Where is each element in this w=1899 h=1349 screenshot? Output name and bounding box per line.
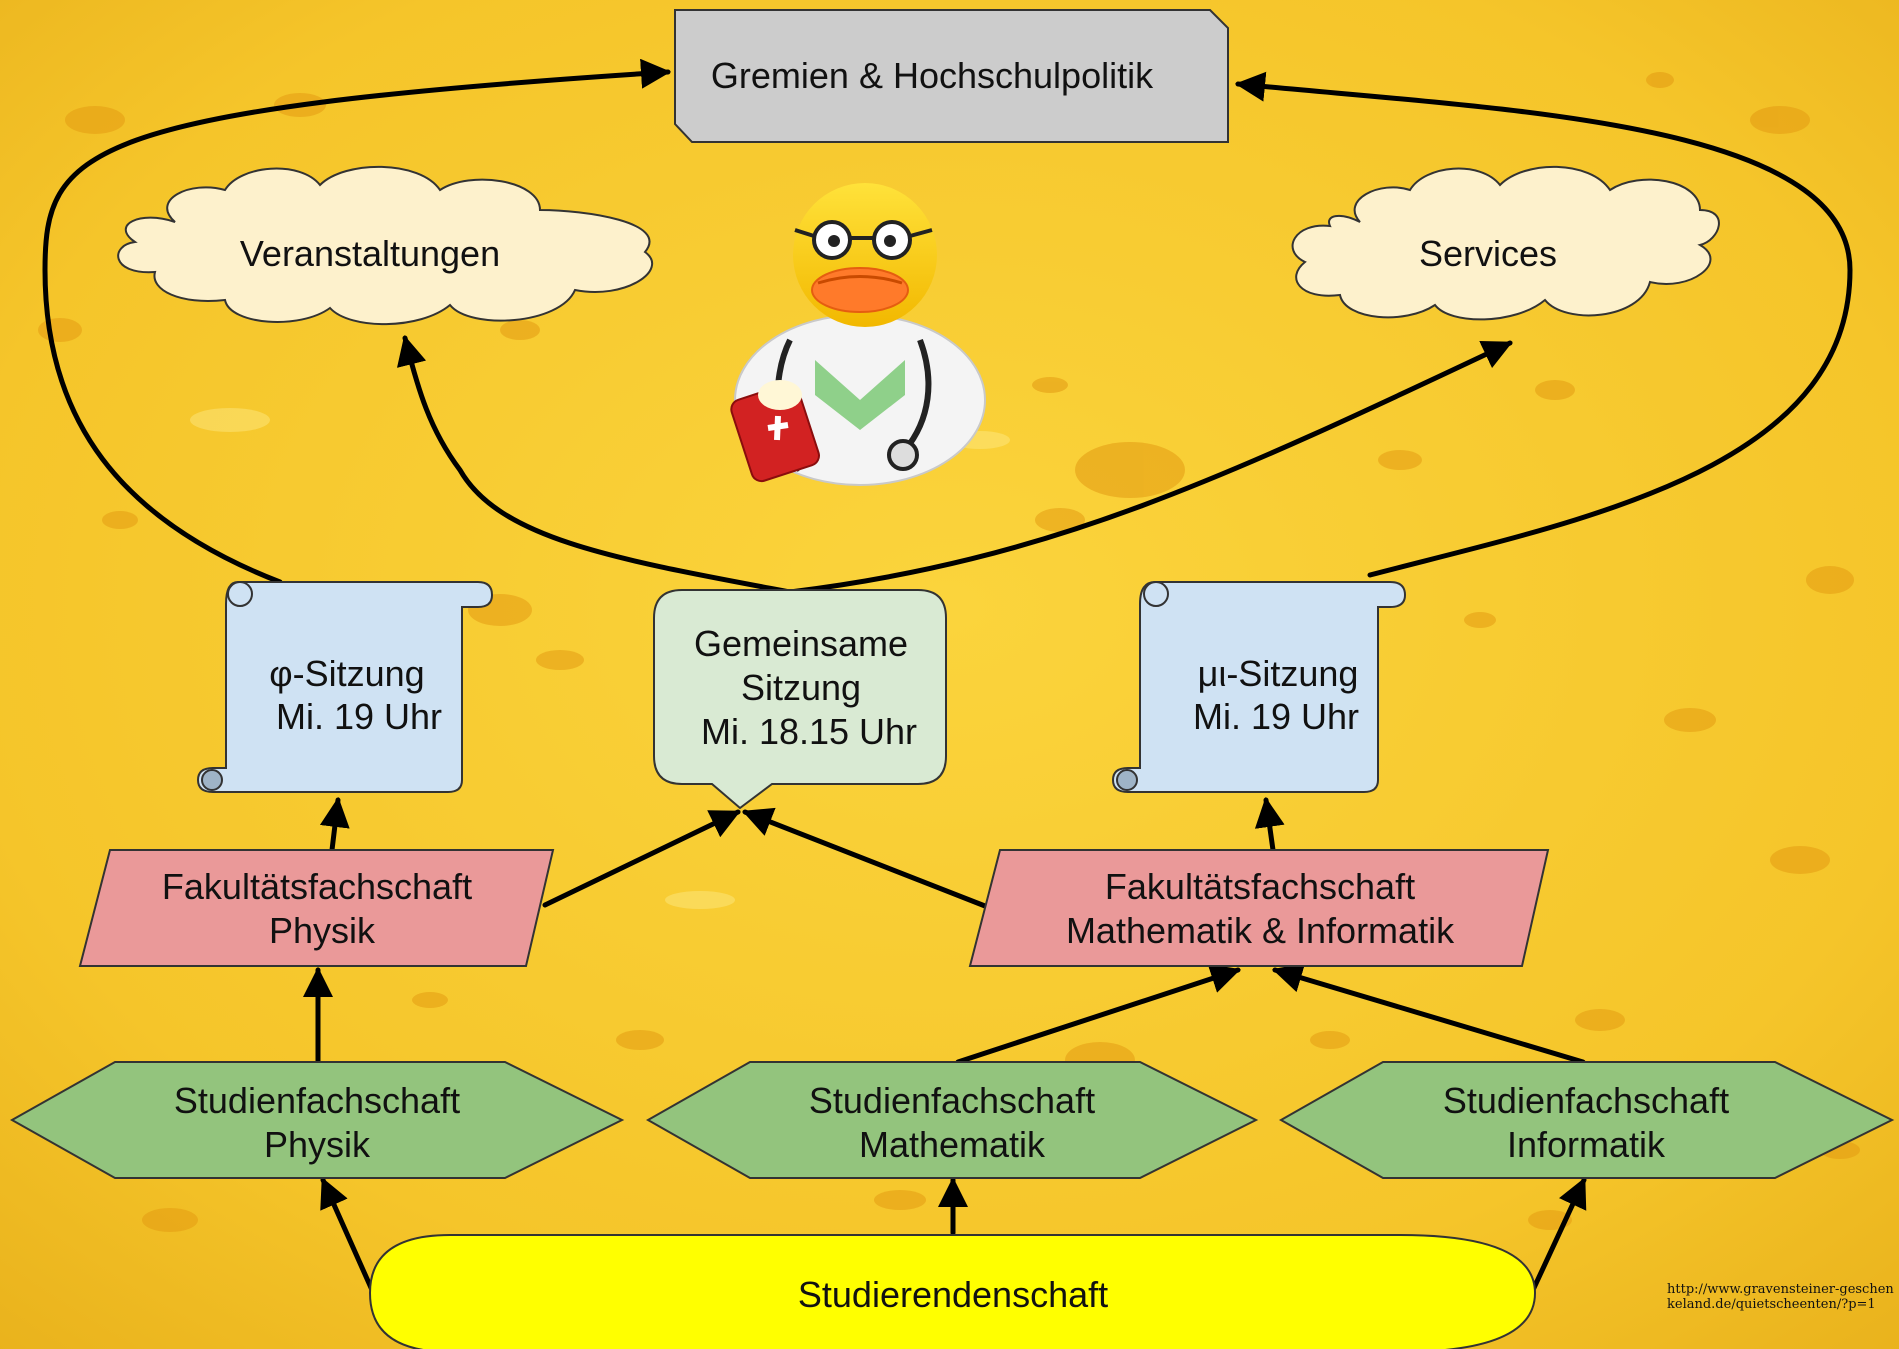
sf-mathe-line-1: Studienfachschaft xyxy=(809,1080,1095,1121)
ff-physik-parallelogram: Fakultätsfachschaft Physik xyxy=(78,849,555,967)
studierendenschaft-ellipse: Studierendenschaft xyxy=(368,1234,1537,1349)
phi-sitzung-scroll: φ-Sitzung Mi. 19 Uhr xyxy=(196,581,494,793)
services-cloud: Services xyxy=(1291,165,1720,321)
rubber-duck-doctor-image xyxy=(730,183,986,486)
sf-inf-line-2: Informatik xyxy=(1507,1124,1666,1165)
edge-ffmathinf-to-mi xyxy=(1254,797,1285,853)
ff-physik-line-1: Fakultätsfachschaft xyxy=(162,866,472,907)
gemeinsame-sitzung-callout: Gemeinsame Sitzung Mi. 18.15 Uhr xyxy=(653,589,947,810)
gemeinsame-line-3: Mi. 18.15 Uhr xyxy=(701,711,917,752)
sf-inf-hexagon: Studienfachschaft Informatik xyxy=(1278,1061,1895,1179)
ff-mathinf-line-1: Fakultätsfachschaft xyxy=(1105,866,1415,907)
mi-sitzung-scroll: μι-Sitzung Mi. 19 Uhr xyxy=(1111,581,1407,793)
sf-mathe-line-2: Mathematik xyxy=(859,1124,1046,1165)
ff-mathinf-parallelogram: Fakultätsfachschaft Mathematik & Informa… xyxy=(968,849,1550,967)
phi-sitzung-line-1: φ-Sitzung xyxy=(269,653,424,694)
edge-mi-to-gremien xyxy=(1235,71,1853,578)
edge-ffmathinf-to-gemeinsame xyxy=(742,807,988,909)
edge-ffphysik-to-gemeinsame xyxy=(542,809,741,908)
veranstaltungen-label: Veranstaltungen xyxy=(240,233,500,274)
image-source-credit: http://www.gravensteiner-geschenkeland.d… xyxy=(1667,1282,1894,1312)
edge-sfmathe-to-ffmathinf xyxy=(955,964,1241,1065)
ff-mathinf-line-2: Mathematik & Informatik xyxy=(1066,910,1455,951)
sf-physik-line-1: Studienfachschaft xyxy=(174,1080,460,1121)
gremien-node: Gremien & Hochschulpolitik xyxy=(674,9,1229,143)
edge-sfinf-to-ffmathinf xyxy=(1272,963,1586,1065)
edge-phi-to-gremien xyxy=(42,58,671,585)
sf-mathe-hexagon: Studienfachschaft Mathematik xyxy=(645,1061,1259,1179)
services-label: Services xyxy=(1419,233,1557,274)
ff-physik-line-2: Physik xyxy=(269,910,376,951)
edge-studierendenschaft-to-sfphysik xyxy=(320,1177,375,1293)
gremien-label: Gremien & Hochschulpolitik xyxy=(711,55,1154,96)
gemeinsame-line-2: Sitzung xyxy=(741,667,861,708)
gemeinsame-line-1: Gemeinsame xyxy=(694,623,908,664)
veranstaltungen-cloud: Veranstaltungen xyxy=(117,165,653,326)
studierendenschaft-label: Studierendenschaft xyxy=(798,1274,1108,1315)
sf-physik-line-2: Physik xyxy=(264,1124,371,1165)
edge-gemeinsame-to-veranstaltungen xyxy=(396,335,793,595)
sf-inf-line-1: Studienfachschaft xyxy=(1443,1080,1729,1121)
edge-studierendenschaft-to-sfinf xyxy=(1530,1177,1587,1293)
mi-sitzung-line-1: μι-Sitzung xyxy=(1198,653,1359,694)
edges xyxy=(42,58,1853,1293)
mi-sitzung-line-2: Mi. 19 Uhr xyxy=(1193,696,1359,737)
sf-physik-hexagon: Studienfachschaft Physik xyxy=(9,1061,625,1179)
edge-gemeinsame-to-services xyxy=(787,340,1513,595)
phi-sitzung-line-2: Mi. 19 Uhr xyxy=(276,696,442,737)
edge-ffphysik-to-phi xyxy=(319,797,350,853)
